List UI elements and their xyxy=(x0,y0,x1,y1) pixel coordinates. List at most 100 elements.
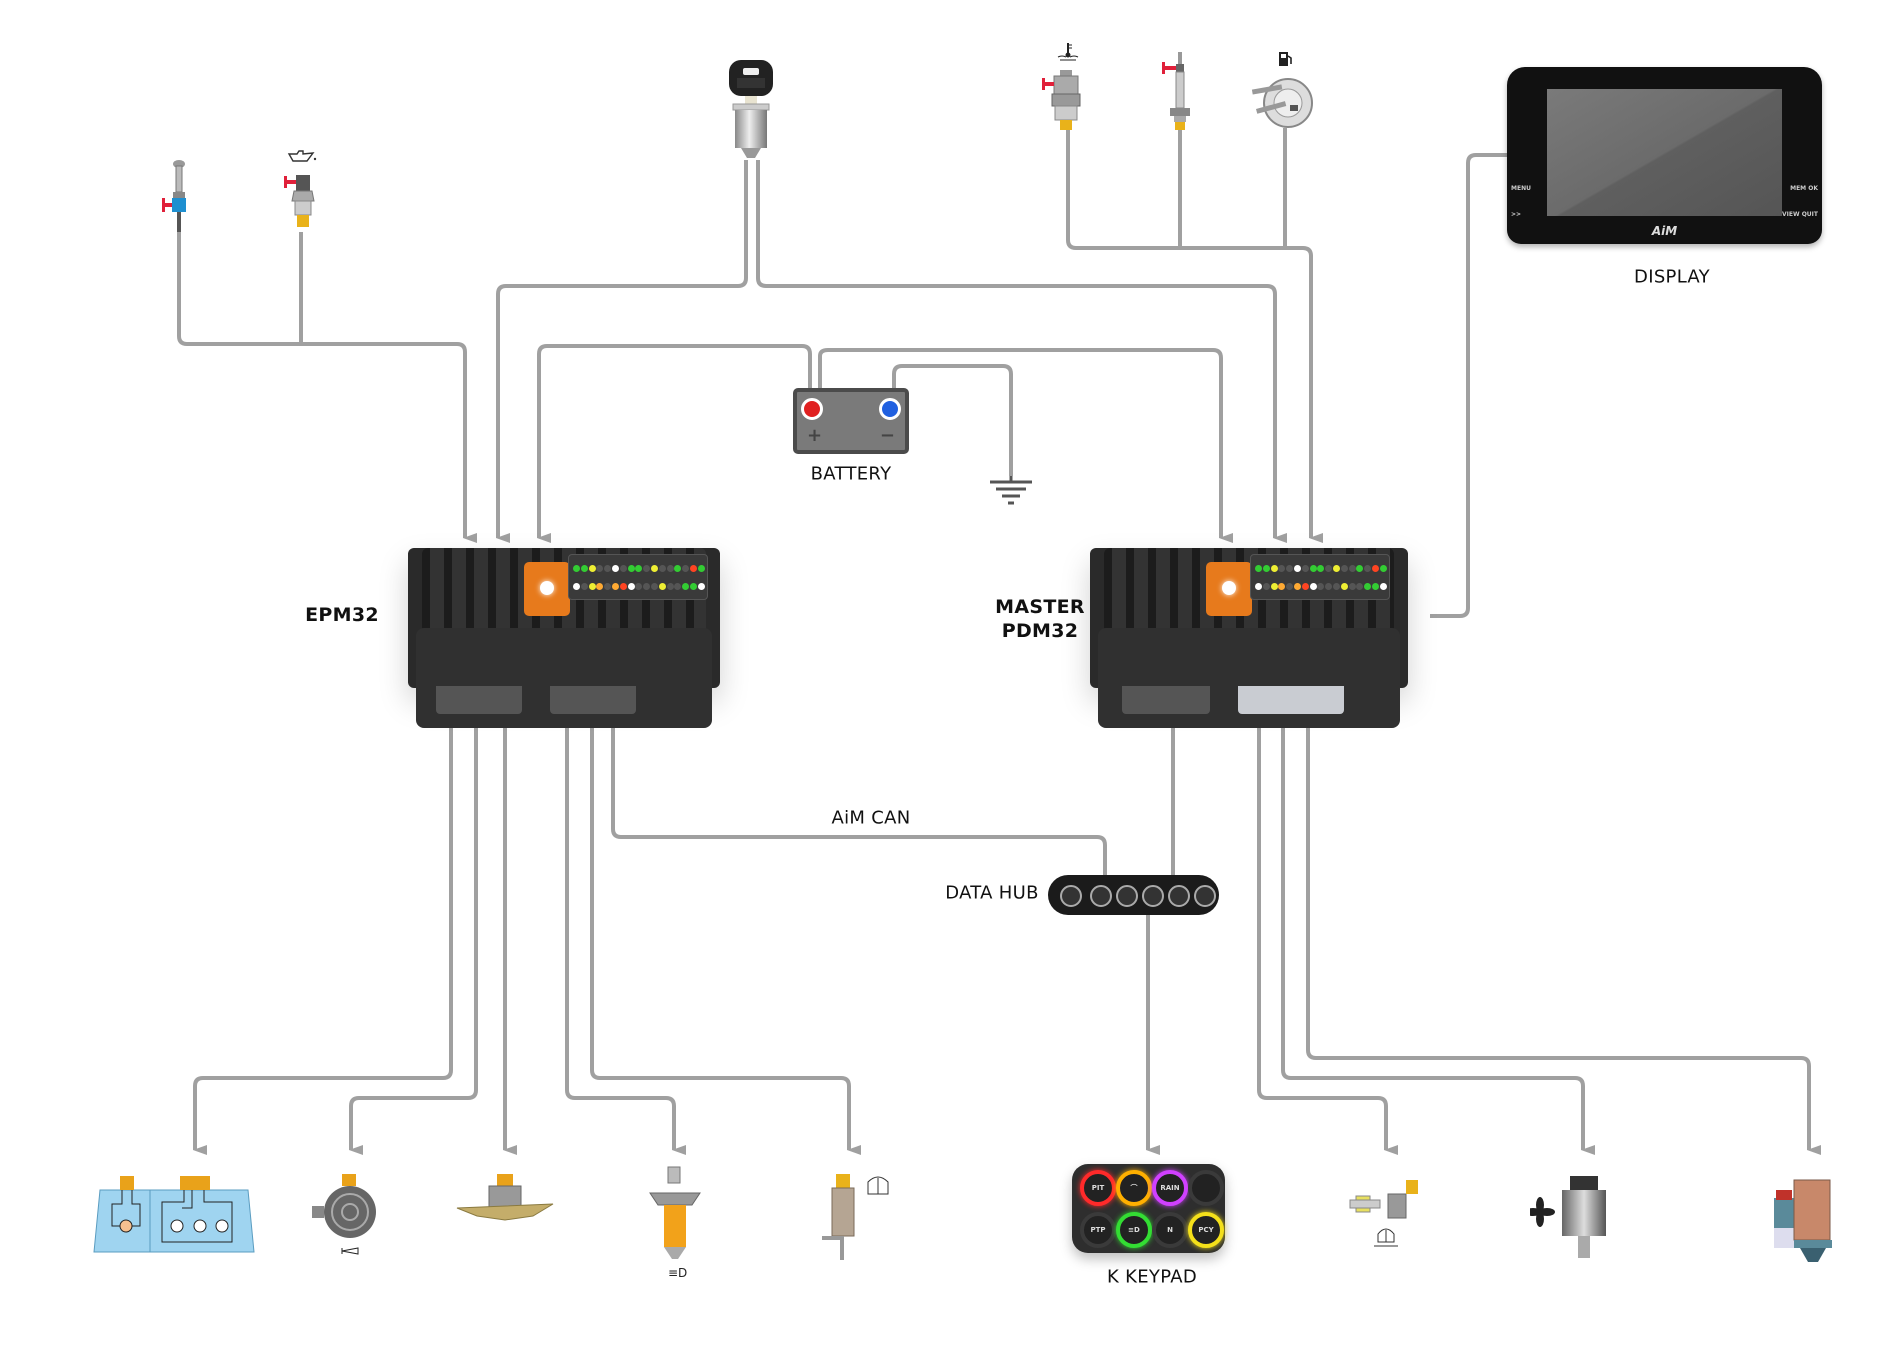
display-unit: MENU >> MEM OK VIEW QUIT AiM xyxy=(1507,67,1822,244)
led-panel xyxy=(1250,554,1390,600)
keypad-button-ptp[interactable]: PTP xyxy=(1080,1212,1116,1248)
status-led xyxy=(1309,565,1317,572)
cooling-fan-icon xyxy=(1525,1172,1614,1262)
status-led xyxy=(1278,565,1286,572)
status-led xyxy=(1379,583,1387,590)
status-led xyxy=(1340,583,1348,590)
hub-port xyxy=(1090,885,1112,907)
status-led xyxy=(1364,583,1372,590)
status-led xyxy=(1255,565,1262,572)
status-led xyxy=(588,565,596,572)
status-led xyxy=(1309,583,1317,590)
status-led xyxy=(1262,583,1270,590)
svg-text:≡D: ≡D xyxy=(668,1266,687,1280)
headlight-bulb-icon: ≡D xyxy=(648,1165,702,1280)
keypad-button-pcy[interactable]: PCY xyxy=(1188,1212,1224,1248)
headlight-cluster-icon xyxy=(92,1172,256,1256)
status-led xyxy=(612,565,619,572)
keypad-button-pit[interactable]: PIT xyxy=(1080,1170,1116,1206)
keypad-button-blank[interactable] xyxy=(1188,1170,1224,1206)
status-led xyxy=(604,583,612,590)
status-led xyxy=(1270,565,1278,572)
status-led xyxy=(682,565,690,572)
hub-port xyxy=(1142,885,1164,907)
status-led xyxy=(1340,565,1348,572)
wire-aim-can xyxy=(611,719,1107,876)
keypad-button-light[interactable]: ≡D xyxy=(1116,1212,1152,1248)
hub-port xyxy=(1194,885,1216,907)
status-led xyxy=(1278,583,1286,590)
display-menu-button[interactable]: MENU xyxy=(1511,185,1531,192)
status-led xyxy=(1301,565,1309,572)
status-led xyxy=(1333,583,1340,590)
status-led xyxy=(596,583,604,590)
power-stud xyxy=(1206,562,1252,616)
wire-epm-washer xyxy=(590,719,861,1155)
power-stud xyxy=(524,562,570,616)
status-led xyxy=(1356,583,1364,590)
battery: + − xyxy=(793,388,909,454)
status-led xyxy=(643,583,651,590)
status-led xyxy=(697,583,705,590)
water-temp-symbol-icon xyxy=(1056,42,1080,62)
hub-port xyxy=(1168,885,1190,907)
status-led xyxy=(1348,583,1356,590)
status-led xyxy=(674,565,682,572)
wire-display-to-pdm xyxy=(1430,153,1507,618)
fuel-level-sender-icon xyxy=(1250,75,1320,130)
ignition-key-icon xyxy=(725,58,777,160)
status-led xyxy=(1364,565,1372,572)
oil-can-icon xyxy=(287,148,317,162)
status-led xyxy=(658,583,666,590)
pdm32-module xyxy=(1090,548,1408,728)
status-led xyxy=(635,565,643,572)
status-led xyxy=(651,583,658,590)
keypad-button-rain[interactable]: RAIN xyxy=(1152,1170,1188,1206)
status-led xyxy=(573,583,580,590)
display-mem-ok-button[interactable]: MEM OK xyxy=(1790,185,1818,192)
status-led xyxy=(1286,583,1294,590)
status-led xyxy=(666,565,674,572)
status-led xyxy=(697,565,705,572)
fan-motor-icon xyxy=(455,1172,555,1232)
status-led xyxy=(612,583,619,590)
wire-battery-to-pdm xyxy=(818,348,1233,543)
data-hub-label: DATA HUB xyxy=(945,882,1039,904)
status-led xyxy=(674,583,682,590)
starter-motor-icon xyxy=(1770,1172,1840,1264)
status-led xyxy=(1301,583,1309,590)
wire-pdm-fan xyxy=(1281,722,1595,1155)
status-led xyxy=(580,565,588,572)
ground-icon xyxy=(990,476,1032,505)
display-next-button[interactable]: >> xyxy=(1511,211,1522,218)
status-led xyxy=(1294,565,1301,572)
status-led xyxy=(627,583,635,590)
wire-epm-headlight-cluster xyxy=(193,719,453,1155)
status-led xyxy=(573,565,580,572)
status-led xyxy=(1255,583,1262,590)
water-temp-sensor-icon xyxy=(1040,68,1088,132)
epm32-label: EPM32 xyxy=(305,604,379,626)
status-led xyxy=(1262,565,1270,572)
display-view-quit-button[interactable]: VIEW QUIT xyxy=(1782,211,1818,218)
connector-a xyxy=(1122,686,1210,714)
status-led xyxy=(690,565,697,572)
status-led xyxy=(651,565,658,572)
keypad-button-wiper[interactable]: ⌒ xyxy=(1116,1170,1152,1206)
status-led xyxy=(1270,583,1278,590)
status-led xyxy=(635,583,643,590)
washer-pump-icon xyxy=(820,1172,900,1264)
wire-coolant-to-epm xyxy=(177,232,477,543)
keypad-button-n[interactable]: N xyxy=(1152,1212,1188,1248)
battery-negative-terminal xyxy=(879,398,901,420)
aim-logo: AiM xyxy=(1651,224,1678,238)
wire-battery-to-epm xyxy=(537,344,812,543)
keypad-label: K KEYPAD xyxy=(1107,1266,1197,1288)
status-led xyxy=(643,565,651,572)
status-led xyxy=(690,583,697,590)
status-led xyxy=(619,583,627,590)
status-led xyxy=(1356,565,1364,572)
connector-a xyxy=(436,686,522,714)
